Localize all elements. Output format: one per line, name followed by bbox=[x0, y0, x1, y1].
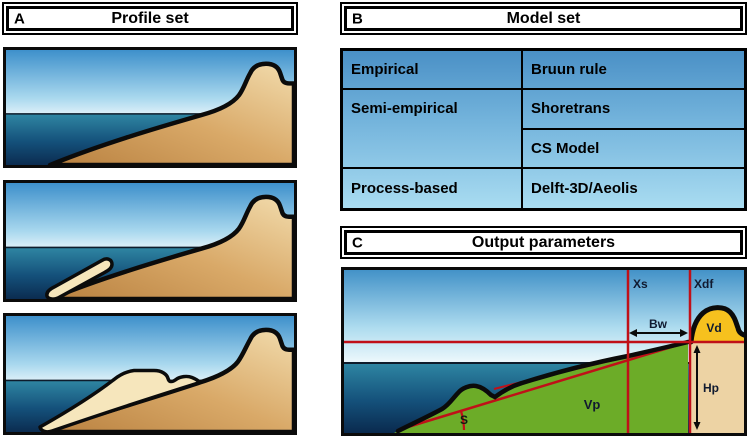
dune-outline bbox=[688, 305, 744, 345]
bw-label: Bw bbox=[649, 317, 668, 331]
backshore-sand bbox=[690, 342, 744, 433]
model-set-table: Empirical Bruun rule Semi-empirical Shor… bbox=[340, 48, 747, 211]
profile-2-thumbnail bbox=[3, 180, 297, 302]
output-parameters-diagram: Xs Xdf Bw Vd Hp Vp S bbox=[341, 267, 747, 436]
panel-b-letter: B bbox=[352, 10, 363, 27]
profile-3-thumbnail bbox=[3, 313, 297, 435]
panel-a-title: Profile set bbox=[111, 9, 189, 27]
sand-profile bbox=[47, 61, 294, 165]
berm-deposit bbox=[38, 368, 202, 432]
profile-2-drawing bbox=[6, 183, 294, 299]
profile-outline bbox=[395, 339, 691, 433]
profile-1-drawing bbox=[6, 50, 294, 165]
panel-c-header-frame: C Output parameters bbox=[344, 230, 743, 255]
xdf-label: Xdf bbox=[694, 277, 714, 291]
panel-c-letter: C bbox=[352, 234, 363, 251]
s-label: S bbox=[460, 413, 468, 427]
table-cell-model: Shoretrans bbox=[523, 90, 744, 130]
hp-arrow bbox=[693, 345, 701, 430]
profile-1-thumbnail bbox=[3, 47, 297, 168]
output-diagram-drawing: Xs Xdf Bw Vd Hp Vp S bbox=[344, 270, 744, 433]
bw-arrow bbox=[629, 329, 688, 337]
xs-label: Xs bbox=[633, 277, 648, 291]
panel-c-title: Output parameters bbox=[471, 233, 616, 251]
panel-c-header: C Output parameters bbox=[340, 226, 747, 259]
table-cell-model: Bruun rule bbox=[523, 51, 744, 91]
table-cell-category: Empirical bbox=[343, 51, 523, 91]
table-cell-model: CS Model bbox=[523, 130, 744, 169]
sand-profile bbox=[47, 194, 294, 299]
overwash-deposit bbox=[45, 257, 114, 299]
vd-label: Vd bbox=[706, 321, 721, 335]
panel-a-letter: A bbox=[14, 10, 25, 27]
table-cell-category: Semi-empirical bbox=[343, 90, 523, 169]
slope-line bbox=[397, 340, 689, 432]
table-cell-model: Delft-3D/Aeolis bbox=[531, 179, 638, 197]
panel-b-header: B Model set bbox=[340, 2, 747, 35]
panel-a-header: A Profile set bbox=[2, 2, 298, 35]
panel-b-header-frame: B Model set bbox=[344, 6, 743, 31]
panel-b-title: Model set bbox=[506, 9, 581, 27]
hp-label: Hp bbox=[703, 381, 719, 395]
profile-3-drawing bbox=[6, 316, 294, 432]
panel-a-header-frame: A Profile set bbox=[6, 6, 294, 31]
table-cell-category: Process-based bbox=[343, 168, 523, 208]
slope-angle-arc bbox=[459, 410, 466, 431]
vp-label: Vp bbox=[584, 397, 601, 412]
